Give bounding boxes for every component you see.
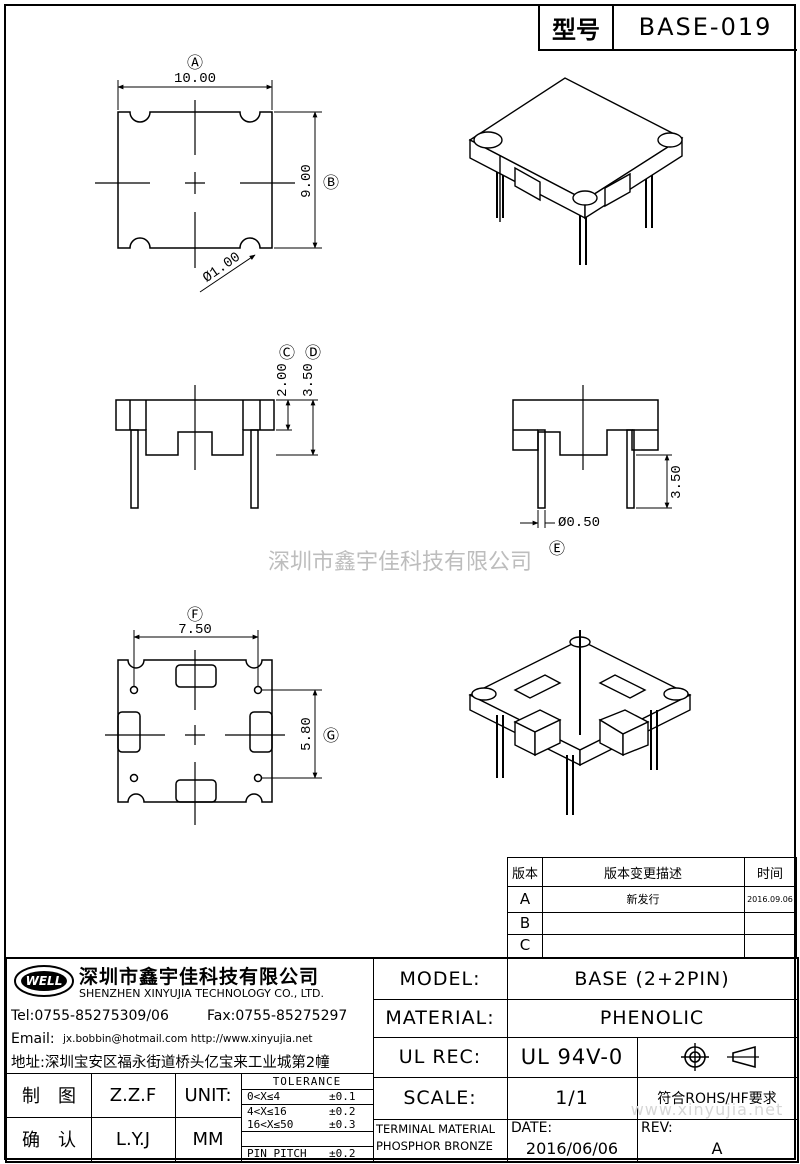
isometric-view-top [468,77,684,265]
dim-C-value: 2.00 [275,363,291,397]
terminal-material-value: PHOSPHOR BRONZE [376,1139,493,1153]
company-email-label: Email: [11,1031,55,1047]
unit-label: UNIT: [184,1084,232,1106]
scale-value: 1/1 [555,1087,589,1109]
dim-A-value: 10.00 [173,71,216,87]
tol-row-4-value: ±0.2 [329,1147,356,1160]
watermark-url: www.xinyujia.net [630,1099,784,1119]
rev-row-a-desc: 新发行 [626,893,660,906]
tolerance-title: TOLERANCE [272,1074,342,1088]
dim-B-tag: Ⓑ [322,173,339,192]
dim-A-tag: Ⓐ [186,53,203,72]
revision-table: 版本 版本变更描述 时间 A 新发行 2016.09.06 B C [507,857,797,959]
dim-C-tag: Ⓒ [278,343,295,362]
model-value: BASE (2+2PIN) [574,968,730,990]
ulrec-value: UL 94V-0 [520,1045,624,1069]
dim-G-value: 5.80 [299,717,315,751]
rev-header-version: 版本 [511,866,538,882]
rohs-note: 符合ROHS/HF要求 [657,1091,777,1107]
company-address: 地址:深圳宝安区福永街道桥头亿宝来工业城第2幢 [11,1055,330,1071]
dim-E-value: Ø0.50 [557,515,600,531]
tol-row-1-range: 0<X≤4 [247,1090,281,1103]
tol-row-1-value: ±0.1 [329,1090,356,1103]
material-value: PHENOLIC [599,1007,705,1029]
dim-pin-length-value: 3.50 [669,465,685,499]
dim-B-value: 9.00 [299,164,315,198]
model-label: MODEL: [399,968,481,990]
rev-header-date: 时间 [756,866,783,882]
tol-row-3-value: ±0.3 [329,1118,356,1131]
ulrec-label: UL REC: [398,1046,482,1068]
tol-row-2-range: 4<X≤16 [247,1105,287,1118]
drawn-by: Z.Z.F [109,1084,157,1106]
scale-label: SCALE: [403,1087,477,1109]
company-name-cn: 深圳市鑫宇佳科技有限公司 [79,966,320,988]
company-logo: WELL [13,963,75,999]
tol-row-3-range: 16<X≤50 [247,1118,294,1131]
drawn-label: 制 图 [22,1086,76,1107]
rev-value: A [711,1138,723,1158]
rev-row-a-version: A [519,890,531,908]
dim-E-tag: Ⓔ [548,539,565,558]
unit-value: MM [192,1128,224,1150]
rev-row-c-version: C [519,936,531,954]
sheet-border [4,4,796,1160]
company-email: jx.bobbin@hotmail.com http://www.xinyuji… [63,1033,313,1045]
dim-F-tag: Ⓕ [186,605,203,624]
tol-row-2-value: ±0.2 [329,1105,356,1118]
checked-by: L.Y.J [115,1128,151,1150]
terminal-material-label: TERMINAL MATERIAL [376,1122,495,1136]
bottom-view [105,630,322,825]
material-label: MATERIAL: [385,1007,495,1029]
date-label: DATE: [511,1120,553,1136]
top-view [95,80,322,293]
model-code: BASE-019 [638,13,773,41]
rev-row-a-date: 2016.09.06 [747,894,793,904]
header-box: 型号 BASE-019 [538,5,797,51]
watermark-text: 深圳市鑫宇佳科技有限公司 [267,550,532,575]
dim-D-tag: Ⓓ [304,343,321,362]
dim-G-tag: Ⓖ [322,726,339,745]
company-tel: Tel:0755-85275309/06 [11,1008,169,1024]
front-view [115,385,318,509]
company-fax: Fax:0755-85275297 [207,1008,348,1024]
date-value: 2016/06/06 [525,1138,619,1158]
company-name-en: SHENZHEN XINYUJIA TECHNOLOGY CO., LTD. [79,987,324,1000]
rev-label: REV: [641,1120,673,1136]
rev-header-desc: 版本变更描述 [603,866,682,882]
title-block: WELL 深圳市鑫宇佳科技有限公司 SHENZHEN XINYUJIA TECH… [5,957,799,1163]
projection-symbol-icon [675,1043,775,1071]
type-label: 型号 [552,15,600,44]
tol-row-4-range: PIN PITCH [247,1147,307,1160]
rev-row-b-version: B [519,914,531,932]
dim-D-value: 3.50 [301,363,317,397]
dim-F-value: 7.50 [178,622,212,638]
checked-label: 确 认 [22,1130,76,1151]
side-view [512,385,672,528]
logo-text: WELL [25,974,63,988]
isometric-view-bottom [468,630,692,815]
